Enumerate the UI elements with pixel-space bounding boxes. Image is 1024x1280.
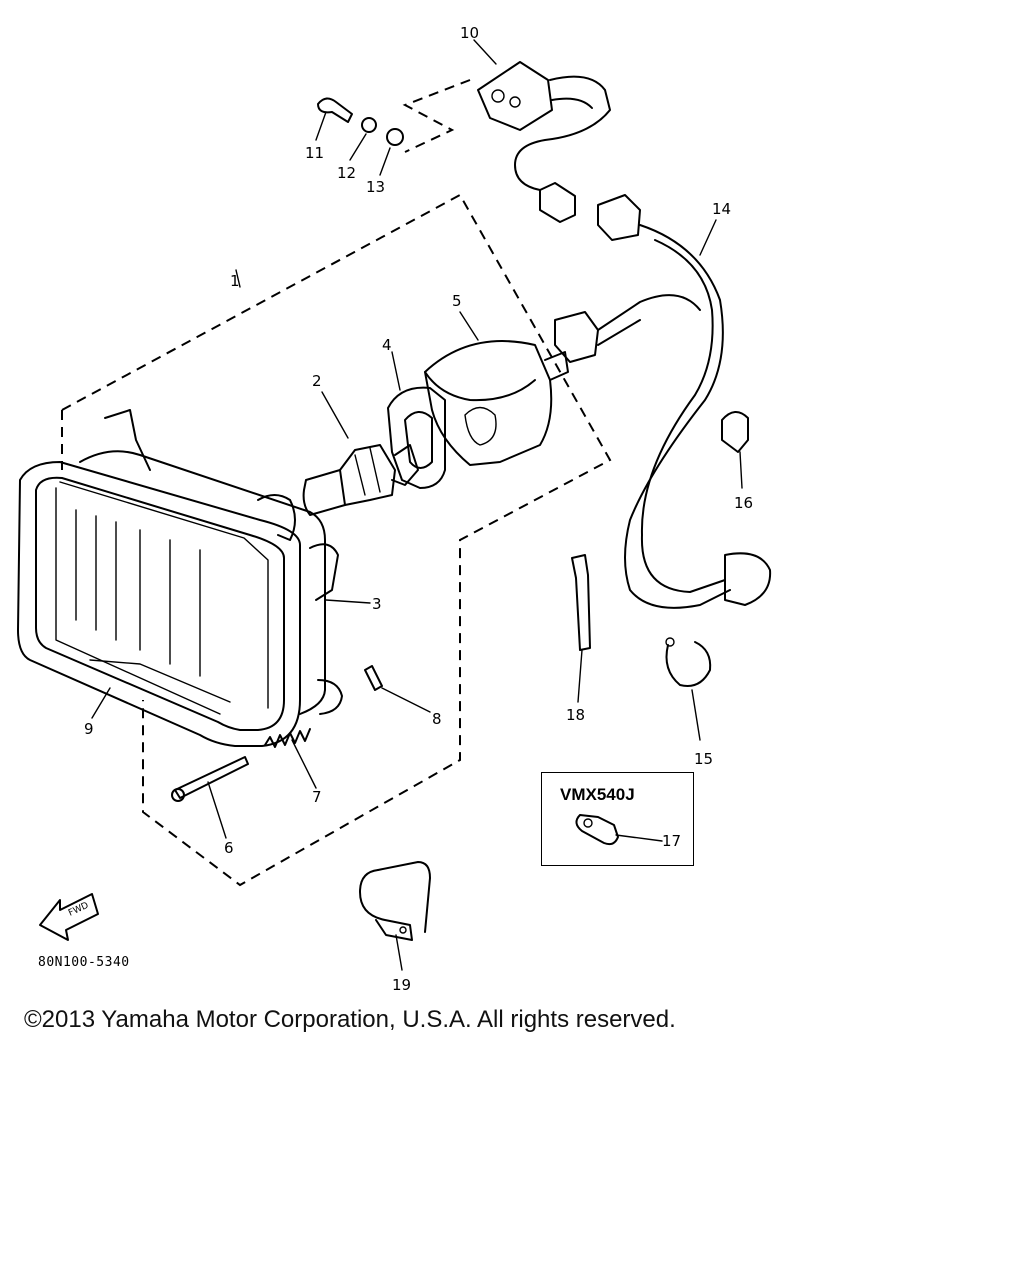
- callout-1-leader: [235, 269, 241, 288]
- clamp-15: [665, 637, 712, 687]
- spring: [264, 728, 311, 748]
- callout-14: 14: [712, 200, 731, 218]
- callout-8-leader: [381, 687, 431, 713]
- variant-inset: VMX540J: [541, 772, 694, 866]
- callout-17: 17: [662, 832, 681, 850]
- headlight-exploded-diagram: FWD 1 2 3 4 5 6 7 8 9 10 11 12 13 14 15 …: [17, 24, 772, 994]
- callout-16: 16: [734, 494, 753, 512]
- callout-15-leader: [691, 689, 701, 741]
- bracket-19: [359, 861, 431, 941]
- part-code: 80N100-5340: [38, 955, 130, 970]
- callout-7: 7: [312, 788, 322, 806]
- callout-5-leader: [459, 311, 479, 341]
- callout-12: 12: [337, 164, 356, 182]
- bolt: [317, 97, 353, 123]
- clamp-17: [575, 814, 663, 846]
- callout-11: 11: [305, 144, 324, 162]
- svg-text:FWD: FWD: [67, 901, 90, 919]
- callout-15: 15: [694, 750, 713, 768]
- callout-2: 2: [312, 372, 322, 390]
- callout-3-leader: [325, 599, 371, 604]
- callout-19: 19: [392, 976, 411, 994]
- callout-16-leader: [739, 451, 743, 489]
- adjusting-screw: [171, 756, 249, 802]
- callout-4: 4: [382, 336, 392, 354]
- callout-9-leader: [91, 687, 111, 719]
- callout-17-leader: [615, 834, 663, 842]
- bulb-cover: [424, 340, 569, 466]
- callout-6: 6: [224, 839, 234, 857]
- bulb: [302, 444, 419, 516]
- callout-4-leader: [391, 351, 401, 391]
- callout-14-leader: [699, 219, 717, 256]
- callout-11-leader: [315, 111, 327, 141]
- assembly-boundary: [61, 193, 612, 887]
- wire-harness: [539, 182, 772, 609]
- callout-9: 9: [84, 720, 94, 738]
- cable-tie: [571, 554, 591, 651]
- socket-connector: [477, 61, 611, 191]
- callout-2-leader: [321, 391, 349, 439]
- callout-5: 5: [452, 292, 462, 310]
- callout-12-leader: [349, 133, 367, 161]
- callout-10: 10: [460, 24, 479, 42]
- variant-label: VMX540J: [560, 785, 635, 804]
- fwd-arrow-icon: FWD: [39, 893, 99, 941]
- callout-3: 3: [372, 595, 382, 613]
- callout-13-leader: [379, 147, 391, 176]
- clip: [364, 665, 383, 691]
- callout-13: 13: [366, 178, 385, 196]
- washer-2: [386, 128, 404, 146]
- callout-6-leader: [207, 781, 227, 839]
- retaining-ring: [387, 386, 446, 489]
- callout-10-leader: [473, 39, 497, 65]
- callout-8: 8: [432, 710, 442, 728]
- callout-7-leader: [291, 739, 317, 789]
- washer-1: [361, 117, 377, 133]
- headlight-unit: [17, 409, 343, 747]
- callout-1: 1: [230, 272, 240, 290]
- callout-18-leader: [577, 649, 583, 703]
- clamp-16: [721, 411, 749, 453]
- callout-18: 18: [566, 706, 585, 724]
- callout-19-leader: [395, 934, 403, 971]
- copyright-notice: ©2013 Yamaha Motor Corporation, U.S.A. A…: [24, 1006, 676, 1033]
